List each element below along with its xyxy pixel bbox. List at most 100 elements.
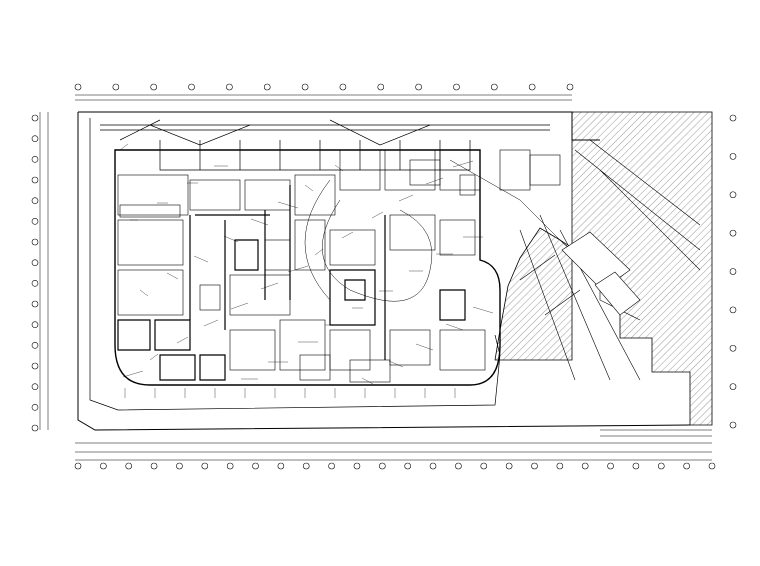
- axis-bubble-left: [31, 176, 39, 184]
- detail-stroke: [119, 143, 129, 151]
- north-room-strip: [100, 119, 550, 171]
- detail-stroke: [230, 302, 249, 310]
- detail-stroke: [361, 377, 374, 385]
- room: [199, 284, 221, 311]
- detail-stroke: [398, 194, 414, 202]
- detail-stroke: [371, 211, 384, 219]
- axis-bubble-bottom: [505, 462, 513, 470]
- axis-bubble-bottom: [632, 462, 640, 470]
- axis-bubble-right: [729, 421, 737, 429]
- detail-stroke: [425, 177, 444, 185]
- room: [529, 154, 561, 186]
- building-outline: [114, 149, 501, 386]
- axis-bubble-top: [301, 83, 309, 91]
- axis-bubble-bottom: [353, 462, 361, 470]
- room: [189, 179, 241, 211]
- room: [117, 219, 184, 266]
- detail-stroke: [122, 370, 144, 378]
- axis-bubble-bottom: [74, 462, 82, 470]
- axis-bubble-left: [31, 197, 39, 204]
- curved-paths: [304, 159, 561, 302]
- axis-bubble-left: [31, 238, 39, 246]
- detail-stroke: [139, 289, 149, 297]
- site-boundary: [77, 111, 691, 431]
- detail-stroke: [445, 323, 464, 331]
- axis-bubble-top: [528, 83, 536, 91]
- axis-bubble-left: [31, 342, 39, 349]
- axis-bubble-left: [31, 259, 39, 266]
- axis-bubble-left: [31, 424, 39, 432]
- room: [294, 174, 336, 216]
- axis-bubble-bottom: [100, 462, 107, 470]
- dimension-lines: [39, 94, 712, 461]
- room: [389, 329, 431, 366]
- detail-stroke: [415, 343, 434, 351]
- room: [117, 174, 189, 216]
- axis-bubble-left: [31, 156, 39, 163]
- axis-bubble-top: [566, 83, 574, 91]
- detail-stroke: [277, 201, 299, 209]
- axis-bubble-right: [729, 344, 737, 352]
- room: [279, 319, 326, 371]
- interior-detail-lines: [119, 143, 494, 398]
- room: [459, 174, 476, 196]
- axis-bubble-right: [729, 114, 737, 122]
- room: [264, 239, 291, 271]
- detail-stroke: [314, 248, 324, 256]
- axis-bubble-bottom: [201, 462, 209, 470]
- room: [349, 359, 391, 383]
- axis-bubble-left: [31, 280, 39, 287]
- axis-bubble-bottom: [252, 462, 259, 470]
- axis-bubble-left: [31, 300, 39, 308]
- axis-bubble-right: [729, 268, 737, 275]
- axis-bubble-bottom: [556, 462, 564, 470]
- axis-markers-left: [31, 114, 39, 432]
- axis-bubble-top: [377, 83, 385, 91]
- axis-bubble-top: [74, 83, 82, 91]
- axis-bubble-bottom: [708, 462, 716, 470]
- room: [389, 214, 436, 251]
- axis-bubble-bottom: [277, 462, 285, 470]
- room: [294, 219, 326, 271]
- axis-bubble-top: [453, 83, 460, 91]
- structural-walls: [117, 185, 466, 381]
- axis-bubble-left: [31, 362, 39, 370]
- axis-bubble-bottom: [531, 462, 538, 470]
- detail-stroke: [341, 231, 354, 239]
- axis-bubble-top: [188, 83, 195, 91]
- axis-bubble-bottom: [455, 462, 462, 470]
- axis-bubble-right: [729, 153, 737, 160]
- axis-bubble-bottom: [429, 462, 437, 470]
- axis-bubble-right: [729, 229, 737, 237]
- detail-stroke: [203, 319, 219, 327]
- room: [499, 149, 531, 191]
- axis-bubble-bottom: [226, 462, 234, 470]
- axis-bubble-left: [31, 114, 39, 122]
- room: [117, 269, 184, 316]
- axis-bubble-bottom: [176, 462, 183, 470]
- room: [229, 274, 291, 316]
- detail-stroke: [304, 184, 314, 192]
- axis-markers-top: [74, 83, 574, 91]
- axis-bubble-bottom: [657, 462, 665, 470]
- axis-bubble-left: [31, 383, 39, 390]
- room: [229, 329, 276, 371]
- axis-bubble-right: [729, 191, 737, 199]
- axis-markers-bottom: [74, 462, 716, 470]
- detail-stroke: [472, 306, 494, 314]
- room: [439, 219, 476, 256]
- axis-markers-right: [729, 114, 737, 429]
- room: [439, 329, 486, 371]
- axis-bubble-top: [415, 83, 422, 91]
- detail-stroke: [388, 360, 404, 368]
- axis-bubble-bottom: [150, 462, 158, 470]
- room: [329, 229, 376, 266]
- axis-bubble-bottom: [379, 462, 386, 470]
- axis-bubble-left: [31, 218, 39, 225]
- detail-stroke: [166, 272, 179, 280]
- axis-bubble-right: [729, 306, 737, 314]
- room: [409, 159, 441, 186]
- axis-bubble-top: [226, 83, 233, 91]
- detail-stroke: [193, 255, 209, 263]
